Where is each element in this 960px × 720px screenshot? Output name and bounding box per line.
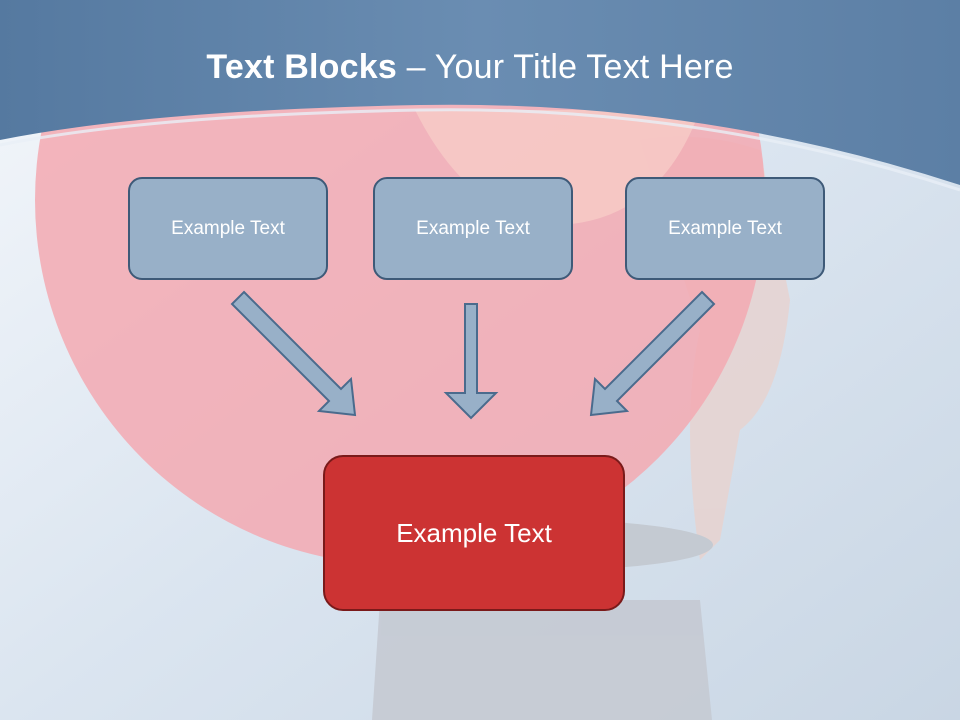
text-block-3: Example Text [625,177,825,280]
main-text-block: Example Text [323,455,625,611]
title-bold-part: Text Blocks [206,48,397,86]
arrow-left-icon [230,290,357,417]
arrow-down-icon [443,303,499,420]
title-regular-part: – Your Title Text Here [396,48,734,86]
text-block-2: Example Text [373,177,573,280]
arrow-right-icon [589,290,716,417]
text-block-1: Example Text [128,177,328,280]
header-band [0,0,960,185]
slide-title: Text Blocks – Your Title Text Here [0,48,940,87]
